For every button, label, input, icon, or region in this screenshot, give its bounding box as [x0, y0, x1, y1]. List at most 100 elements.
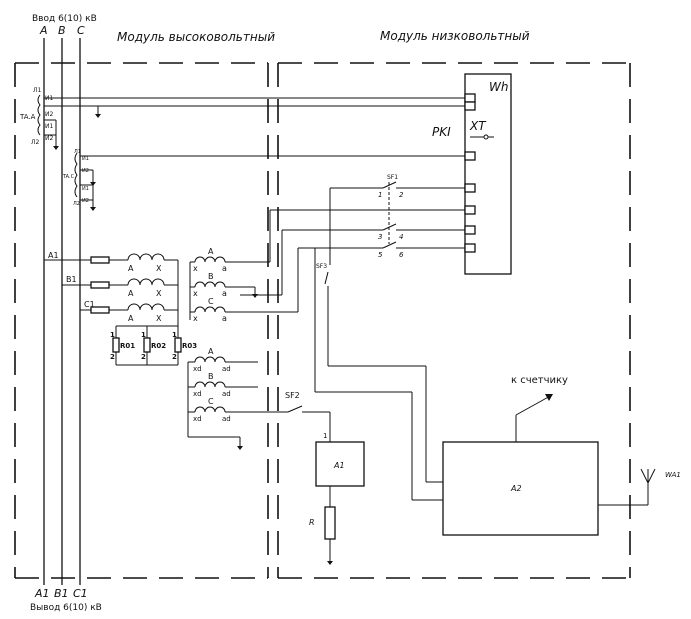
hv-module-border [14, 62, 269, 579]
svg-text:SF3: SF3 [316, 263, 327, 270]
ct-c-l1: Л1 [74, 149, 81, 155]
ground-ct-a [95, 114, 101, 118]
sf2-breaker: SF2 [285, 391, 330, 413]
svg-text:B: B [208, 372, 214, 381]
vt-to-sf1-wires [269, 188, 331, 312]
svg-text:R02: R02 [151, 342, 166, 350]
input-phase-b: B [58, 24, 66, 37]
svg-text:xd: xd [193, 415, 202, 423]
svg-text:R01: R01 [120, 342, 135, 350]
lv-module-border [277, 62, 631, 579]
output-phase-c1: C1 [73, 587, 88, 600]
fuse-c [90, 306, 110, 314]
input-title: Ввод 6(10) кВ [32, 14, 97, 24]
svg-text:1: 1 [378, 191, 382, 199]
block-a1 [315, 441, 365, 487]
svg-text:A: A [208, 347, 214, 356]
vt-taps: A1 B1 C1 [44, 251, 128, 314]
svg-text:ad: ad [222, 415, 231, 423]
output-phase-a1: A1 [34, 587, 50, 600]
antenna-wa1 [598, 468, 656, 506]
svg-text:B: B [208, 272, 214, 281]
ct-c-i1: И1 [82, 156, 89, 162]
input-phase-c: C [77, 24, 85, 37]
to-meter-arrow [515, 394, 553, 442]
svg-text:3: 3 [378, 233, 382, 241]
sf1-to-a2-wire [314, 248, 443, 501]
meter-pki-label: PKI [432, 125, 451, 139]
svg-text:a: a [222, 264, 227, 273]
svg-text:2: 2 [172, 353, 177, 361]
ct-c-l2: Л2 [73, 201, 80, 207]
ct-a-l1: Л1 [33, 87, 42, 94]
ct-c-name: TA.C [62, 174, 75, 180]
ct-c-i2: И2 [82, 168, 89, 174]
svg-text:A: A [128, 264, 134, 273]
svg-text:x: x [193, 264, 198, 273]
tap-a1: A1 [48, 251, 59, 260]
svg-text:4: 4 [399, 233, 403, 241]
svg-text:2: 2 [141, 353, 146, 361]
svg-text:xd: xd [193, 390, 202, 398]
ct-a-i1b: И1 [45, 123, 53, 130]
ct-a-i2: И2 [45, 111, 53, 118]
svg-text:A: A [208, 247, 214, 256]
ct-a-l2: Л2 [31, 139, 40, 146]
input-phase-a: A [39, 24, 48, 37]
ct-c-i2b: И2 [82, 198, 89, 204]
resistor-r [324, 506, 336, 540]
block-a1-label: A1 [333, 461, 345, 470]
fuse-b [90, 281, 110, 289]
meter-xt-label: XT [469, 119, 487, 133]
svg-text:5: 5 [378, 251, 383, 259]
antenna-label: WA1 [665, 471, 681, 479]
ct-c-i1b: И1 [82, 186, 89, 192]
svg-text:6: 6 [399, 251, 404, 259]
ct-phase-a: Л1 И1 И2 Л2 И1 И2 TA.A [19, 87, 465, 150]
ct-a-name: TA.A [19, 113, 36, 121]
meter-wh-label: Wh [489, 80, 508, 94]
svg-text:x: x [193, 314, 198, 323]
svg-text:A: A [128, 289, 134, 298]
ct-a-i2b: И2 [45, 135, 53, 142]
svg-text:a: a [222, 314, 227, 323]
svg-text:xd: xd [193, 365, 202, 373]
resistor-bank: R01 R02 R03 1 2 1 2 1 2 [110, 325, 197, 366]
svg-text:A: A [128, 314, 134, 323]
tap-b1: B1 [66, 275, 77, 284]
tap-c1: C1 [84, 300, 95, 309]
block-a2-label: A2 [510, 484, 522, 493]
svg-text:SF1: SF1 [387, 174, 398, 181]
a1-pin: 1 [323, 432, 327, 440]
svg-text:ad: ad [222, 365, 231, 373]
output-phase-b1: B1 [54, 587, 69, 600]
hv-module-title: Модуль высоковольтный [117, 30, 275, 44]
svg-text:x: x [193, 289, 198, 298]
sf1-breaker: SF1 1 2 3 4 5 6 [270, 174, 465, 259]
lv-module-title: Модуль низковольтный [380, 29, 530, 43]
svg-text:a: a [222, 289, 227, 298]
resistor-r01 [112, 337, 120, 353]
svg-text:X: X [156, 314, 162, 323]
resistor-r-label: R [309, 518, 315, 527]
svg-text:X: X [156, 289, 162, 298]
svg-text:ad: ad [222, 390, 231, 398]
svg-text:X: X [156, 264, 162, 273]
vt-secondary: A B C x a x a x a [189, 247, 298, 323]
svg-text:1: 1 [172, 331, 177, 339]
output-title: Вывод 6(10) кВ [30, 603, 102, 613]
svg-text:C: C [208, 297, 214, 306]
svg-text:2: 2 [110, 353, 115, 361]
vt-aux: A B C xd ad xd ad xd ad [187, 347, 288, 450]
to-meter-label: к счетчику [511, 375, 568, 386]
svg-text:SF2: SF2 [285, 391, 300, 400]
svg-text:1: 1 [110, 331, 115, 339]
svg-text:C: C [208, 397, 214, 406]
ground-r [327, 561, 333, 565]
svg-text:R03: R03 [182, 342, 197, 350]
fuse-a [90, 256, 110, 264]
sf3-breaker: SF3 [316, 263, 443, 483]
svg-text:1: 1 [141, 331, 146, 339]
resistor-r02 [143, 337, 151, 353]
